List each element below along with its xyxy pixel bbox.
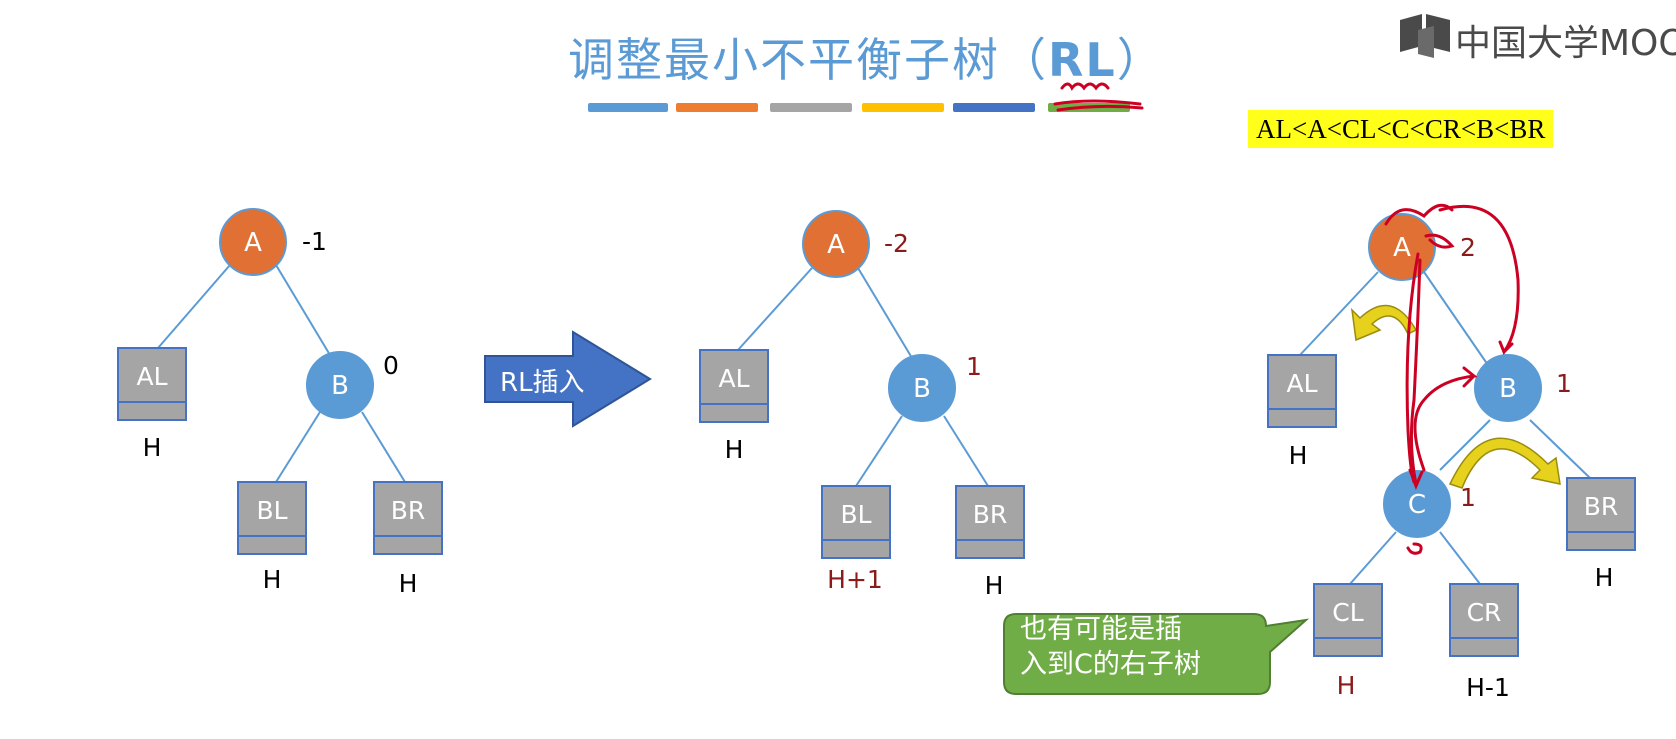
color-bar-3: [770, 103, 852, 112]
rl-insert-arrow: [484, 330, 652, 428]
edge-a-b: [275, 264, 331, 356]
subtree-br-height: H: [985, 571, 1004, 600]
callout-line-2: 入到C的右子树: [1020, 649, 1201, 680]
title-main: 调整最小不平衡子树（: [568, 33, 1048, 87]
tree-3: A 2 B 1 C 1 AL H BR: [1267, 203, 1636, 702]
callout-text: 也有可能是插 入到C的右子树: [1020, 612, 1250, 682]
subtree-bl: BL: [237, 481, 307, 555]
node-b: B: [1474, 354, 1542, 422]
node-b-label: B: [331, 371, 349, 401]
edge-a-al: [1299, 271, 1379, 356]
node-b-balance: 1: [1556, 369, 1572, 398]
node-b-label: B: [1499, 374, 1517, 404]
edge-b-bl: [855, 415, 903, 487]
edge-a-b: [857, 267, 913, 359]
edge-a-al: [157, 264, 231, 349]
subtree-br: BR: [1566, 477, 1636, 551]
order-note: AL<A<CL<C<CR<B<BR: [1248, 110, 1554, 148]
node-a-balance: -2: [884, 229, 909, 258]
subtree-al: AL: [117, 347, 187, 421]
subtree-br-height: H: [1595, 563, 1614, 592]
edge-b-bl: [275, 411, 321, 483]
subtree-bl-label: BL: [256, 496, 287, 525]
node-b: B: [888, 354, 956, 422]
subtree-al-height: H: [143, 433, 162, 462]
subtree-br-height: H: [399, 569, 418, 598]
subtree-cr-label: CR: [1467, 598, 1502, 627]
slide-title: 调整最小不平衡子树（RL）: [568, 24, 1165, 90]
subtree-cr: CR: [1449, 583, 1519, 657]
mooc-logo-icon: [1400, 14, 1450, 58]
subtree-bl-height: H+1: [827, 565, 883, 594]
subtree-al-height: H: [1289, 441, 1308, 470]
rotation-arrow-right-icon: [1448, 437, 1561, 489]
rotation-arrow-left-icon: [1350, 304, 1418, 342]
edge-b-br: [361, 411, 406, 483]
node-a-label: A: [244, 228, 262, 258]
node-a-label: A: [1393, 233, 1411, 263]
node-a-label: A: [827, 230, 845, 260]
color-bar-1: [588, 103, 668, 112]
node-c-label: C: [1408, 490, 1426, 520]
node-b: B: [306, 351, 374, 419]
subtree-al-label: AL: [136, 362, 167, 391]
node-b-label: B: [913, 374, 931, 404]
callout-bubble: [1003, 613, 1310, 695]
subtree-br-label: BR: [391, 496, 426, 525]
node-b-balance: 1: [966, 352, 982, 381]
subtree-bl: BL: [821, 485, 891, 559]
node-a: A: [219, 208, 287, 276]
node-a-balance: 2: [1460, 233, 1476, 262]
edge-a-b: [1423, 271, 1491, 369]
edge-b-c: [1439, 419, 1491, 471]
subtree-al: AL: [1267, 354, 1337, 428]
subtree-cr-height: H-1: [1466, 673, 1510, 702]
red-handwritten-annotation: [1384, 203, 1520, 555]
subtree-al: AL: [699, 349, 769, 423]
edge-c-cl: [1349, 531, 1397, 585]
edge-b-br: [943, 415, 989, 487]
title-rl: RL: [1048, 33, 1117, 87]
edge-c-cr: [1439, 531, 1481, 585]
subtree-br-label: BR: [973, 500, 1008, 529]
subtree-cl-label: CL: [1332, 598, 1363, 627]
subtree-al-label: AL: [718, 364, 749, 393]
node-a: A: [802, 210, 870, 278]
title-close: ）: [1116, 33, 1165, 87]
color-bar-5: [953, 103, 1035, 112]
node-a: A: [1368, 213, 1436, 281]
subtree-al-label: AL: [1286, 369, 1317, 398]
subtree-cl-height: H: [1337, 671, 1356, 700]
node-a-balance: -1: [302, 227, 327, 256]
subtree-br: BR: [955, 485, 1025, 559]
subtree-al-height: H: [725, 435, 744, 464]
node-c: C: [1383, 470, 1451, 538]
tree-1: A -1 B 0 AL H BL H BR: [117, 208, 443, 598]
node-b-balance: 0: [383, 351, 399, 380]
edge-a-al: [737, 267, 813, 351]
callout-line-1: 也有可能是插: [1020, 614, 1182, 645]
node-c-balance: 1: [1460, 483, 1476, 512]
subtree-bl-height: H: [263, 565, 282, 594]
tree-2: A -2 B 1 AL H BL H+1: [699, 210, 1025, 600]
red-underline-scribble: [1053, 82, 1144, 112]
color-bar-2: [676, 103, 758, 112]
rl-insert-arrow-label: RL插入: [500, 368, 585, 398]
logo-text: 中国大学MOOC: [1455, 23, 1676, 64]
color-bar-4: [862, 103, 944, 112]
subtree-br: BR: [373, 481, 443, 555]
subtree-cl: CL: [1313, 583, 1383, 657]
subtree-br-label: BR: [1584, 492, 1619, 521]
edge-b-br: [1529, 419, 1591, 479]
subtree-bl-label: BL: [840, 500, 871, 529]
title-color-bars: [588, 103, 1130, 112]
